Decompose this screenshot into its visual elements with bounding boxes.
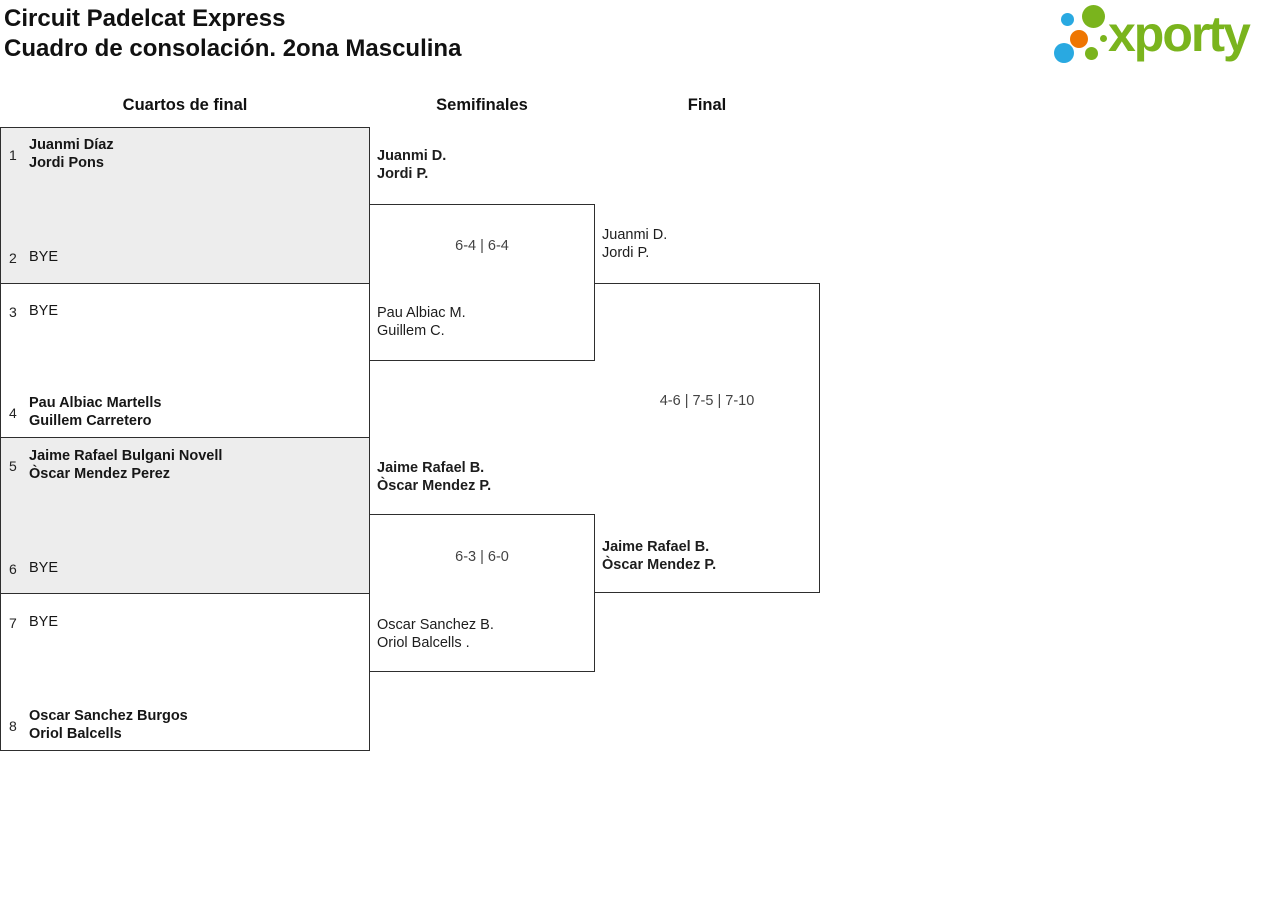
player-name: Pau Albiac Martells	[29, 395, 162, 411]
team-name: Pau Albiac Martells Guillem Carretero	[29, 395, 161, 430]
player-name: Juanmi D.	[377, 148, 447, 164]
seed-number: 7	[9, 614, 17, 631]
player-name: Jaime Rafael B.	[377, 460, 485, 476]
player-name: Jaime Rafael B.	[602, 539, 710, 555]
logo-dot-icon	[1085, 47, 1098, 60]
player-name: BYE	[29, 560, 59, 576]
tournament-name: Circuit Padelcat Express	[4, 5, 286, 32]
logo-wordmark: xporty	[1108, 6, 1251, 62]
team-name: BYE	[29, 249, 58, 267]
team-name: Juanmi Díaz Jordi Pons	[29, 137, 114, 172]
player-name: Jaime Rafael Bulgani Novell	[29, 448, 223, 464]
seed-number: 8	[9, 717, 17, 734]
match-quarterfinal-2: 3 BYE 4 Pau Albiac Martells Guillem Carr…	[0, 283, 370, 439]
logo-dot-icon	[1082, 5, 1105, 28]
match-quarterfinal-1: 1 Juanmi Díaz Jordi Pons 2 BYE	[0, 127, 370, 284]
team-row: 5 Jaime Rafael Bulgani Novell Òscar Mend…	[1, 448, 369, 483]
player-name: Oscar Sanchez B.	[377, 617, 494, 633]
round-header-quarterfinals: Cuartos de final	[122, 96, 248, 114]
sf2-top-team: Jaime Rafael B. Òscar Mendez P.	[377, 459, 491, 495]
player-name: Guillem Carretero	[29, 412, 152, 429]
player-name: Oriol Balcells .	[377, 635, 470, 651]
seed-number: 6	[9, 560, 17, 577]
team-row: 1 Juanmi Díaz Jordi Pons	[1, 137, 369, 172]
player-name: BYE	[29, 614, 59, 630]
player-name: BYE	[29, 303, 59, 319]
sf1-top-team: Juanmi D. Jordi P.	[377, 147, 446, 183]
team-row: 4 Pau Albiac Martells Guillem Carretero	[1, 395, 369, 430]
player-name: Jordi Pons	[29, 154, 104, 171]
player-name: Òscar Mendez P.	[602, 557, 717, 573]
final-score: 4-6 | 7-5 | 7-10	[659, 393, 755, 409]
sf2-score: 6-3 | 6-0	[455, 549, 509, 565]
seed-number: 1	[9, 146, 17, 163]
team-name: BYE	[29, 303, 58, 321]
page-title: Circuit Padelcat Express Cuadro de conso…	[4, 4, 461, 64]
match-semifinal-1	[369, 204, 595, 361]
team-name: BYE	[29, 560, 58, 578]
team-row: 6 BYE	[1, 560, 369, 578]
logo-dot-icon	[1070, 30, 1088, 48]
team-row: 8 Oscar Sanchez Burgos Oriol Balcells	[1, 708, 369, 743]
logo-dot-icon	[1100, 35, 1107, 42]
player-name: Jordi P.	[377, 166, 429, 182]
player-name: Juanmi D.	[602, 227, 668, 243]
final-top-team: Juanmi D. Jordi P.	[602, 226, 667, 262]
sf1-bottom-team: Pau Albiac M. Guillem C.	[377, 304, 466, 340]
match-final	[594, 283, 820, 593]
sf2-bottom-team: Oscar Sanchez B. Oriol Balcells .	[377, 616, 494, 652]
player-name: Juanmi Díaz	[29, 137, 114, 153]
player-name: Pau Albiac M.	[377, 305, 466, 321]
logo-dot-icon	[1054, 43, 1074, 63]
seed-number: 3	[9, 303, 17, 320]
player-name: Òscar Mendez P.	[377, 478, 492, 494]
team-row: 7 BYE	[1, 614, 369, 632]
player-name: Guillem C.	[377, 323, 445, 339]
round-header-semifinals: Semifinales	[436, 96, 528, 114]
match-quarterfinal-4: 7 BYE 8 Oscar Sanchez Burgos Oriol Balce…	[0, 593, 370, 751]
player-name: Òscar Mendez Perez	[29, 465, 171, 482]
seed-number: 2	[9, 249, 17, 266]
seed-number: 5	[9, 457, 17, 474]
sf1-score: 6-4 | 6-4	[455, 238, 509, 254]
seed-number: 4	[9, 404, 17, 421]
match-semifinal-2	[369, 514, 595, 672]
team-row: 2 BYE	[1, 249, 369, 267]
player-name: BYE	[29, 249, 59, 265]
final-bottom-team: Jaime Rafael B. Òscar Mendez P.	[602, 538, 716, 574]
player-name: Oscar Sanchez Burgos	[29, 708, 188, 724]
team-row: 3 BYE	[1, 303, 369, 321]
team-name: Oscar Sanchez Burgos Oriol Balcells	[29, 708, 188, 743]
player-name: Jordi P.	[602, 245, 650, 261]
logo-dot-icon	[1061, 13, 1074, 26]
team-name: Jaime Rafael Bulgani Novell Òscar Mendez…	[29, 448, 222, 483]
match-quarterfinal-3: 5 Jaime Rafael Bulgani Novell Òscar Mend…	[0, 437, 370, 594]
round-header-final: Final	[687, 96, 727, 114]
bracket-subtitle: Cuadro de consolación. 2ona Masculina	[4, 35, 462, 62]
player-name: Oriol Balcells	[29, 725, 122, 742]
team-name: BYE	[29, 614, 58, 632]
